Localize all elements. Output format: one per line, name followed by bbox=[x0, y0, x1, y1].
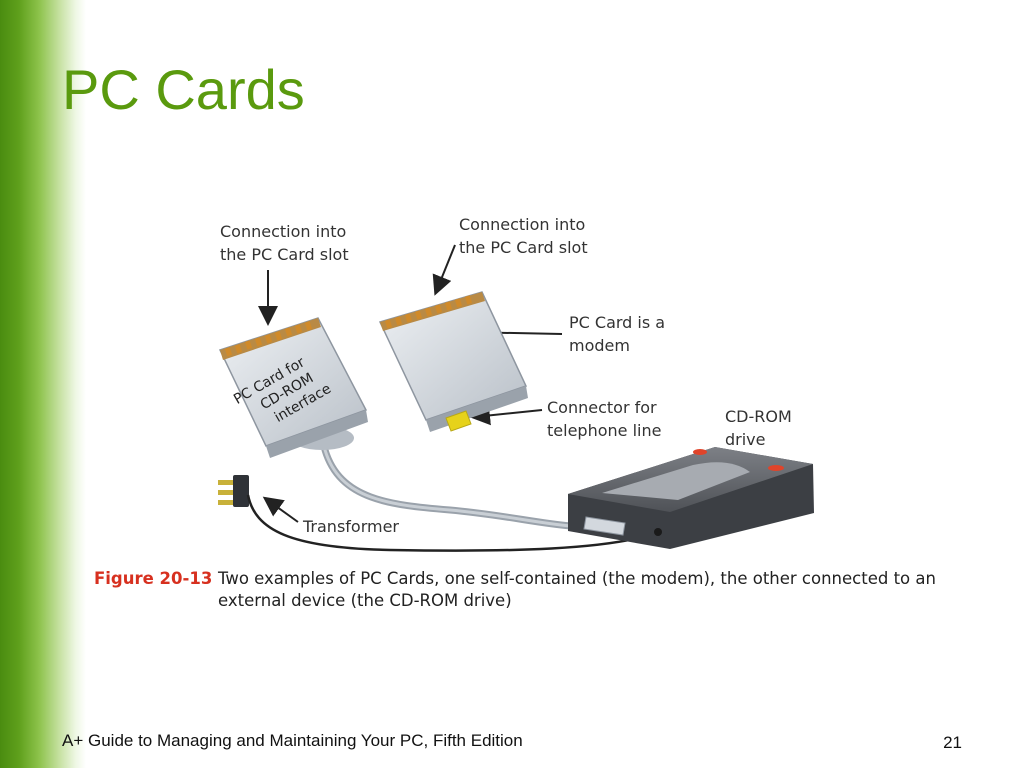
transformer-plug bbox=[218, 475, 249, 507]
pc-cards-illustration: Connection into the PC Card slot Connect… bbox=[218, 215, 814, 552]
label-transformer: Transformer bbox=[302, 517, 399, 536]
label-slot-right-line2: the PC Card slot bbox=[459, 238, 588, 257]
label-slot-left-line2: the PC Card slot bbox=[220, 245, 349, 264]
footer-book-title: A+ Guide to Managing and Maintaining You… bbox=[62, 731, 523, 750]
arrow-connector bbox=[470, 405, 543, 426]
label-slot-left-line1: Connection into bbox=[220, 222, 346, 241]
figure-caption: Figure 20-13 Two examples of PC Cards, o… bbox=[94, 568, 950, 612]
slide-title: PC Cards bbox=[62, 58, 305, 121]
modem-card bbox=[378, 291, 528, 432]
arrow-transformer bbox=[262, 496, 299, 523]
telephone-connector bbox=[445, 410, 472, 432]
arrow-slot-right bbox=[432, 244, 456, 296]
label-slot-right-line1: Connection into bbox=[459, 215, 585, 234]
decorative-side-bar bbox=[0, 0, 86, 768]
caption-number: Figure 20-13 bbox=[94, 569, 213, 588]
label-connector-line1: Connector for bbox=[547, 398, 657, 417]
transformer-cord bbox=[246, 494, 661, 552]
label-connector-line2: telephone line bbox=[547, 421, 661, 440]
drive-cable-plug bbox=[583, 516, 626, 536]
label-modem-line1: PC Card is a bbox=[569, 313, 665, 332]
cdrom-drive bbox=[568, 447, 814, 549]
page-number: 21 bbox=[943, 733, 962, 752]
figure-panel: Connection into the PC Card slot Connect… bbox=[90, 210, 950, 620]
label-cdrom-line2: drive bbox=[725, 430, 766, 449]
card-cable bbox=[321, 446, 614, 531]
cdrom-interface-card: PC Card for CD-ROM interface bbox=[218, 317, 368, 458]
label-modem-line2: modem bbox=[569, 336, 630, 355]
caption-text: Two examples of PC Cards, one self-conta… bbox=[218, 569, 936, 610]
label-cdrom-line1: CD-ROM bbox=[725, 407, 792, 426]
